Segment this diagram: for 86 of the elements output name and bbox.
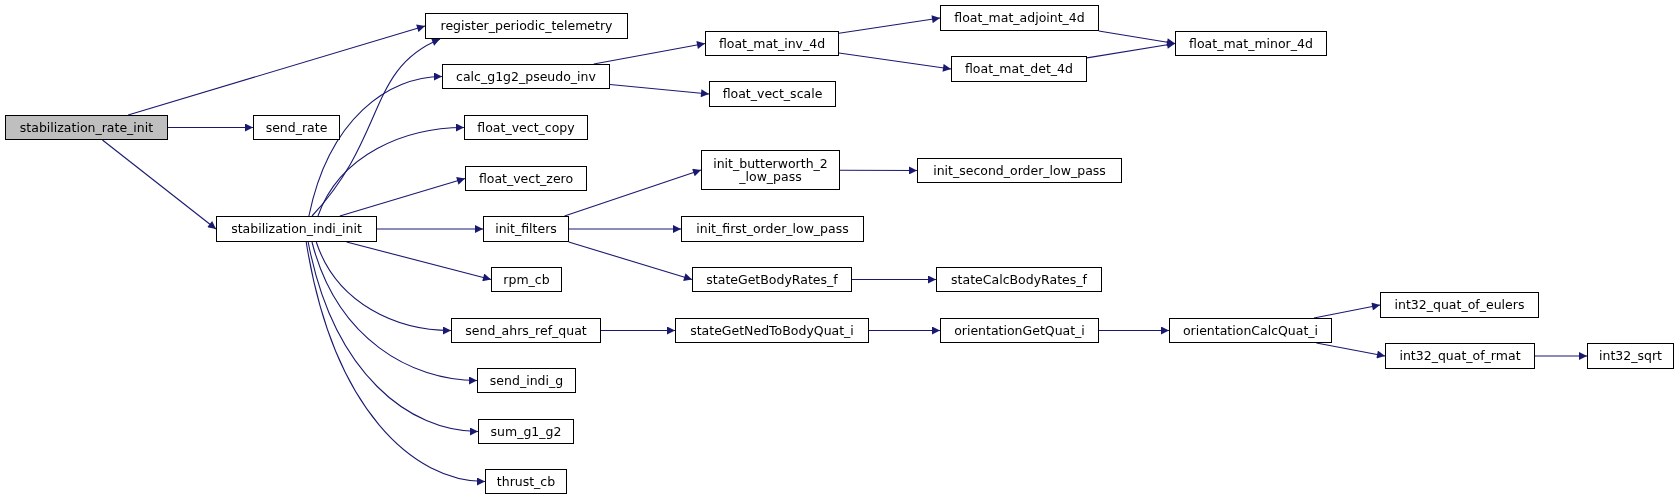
- function-box: [477, 368, 576, 393]
- function-name: send_ahrs_ref_quat: [465, 323, 587, 338]
- function-name: orientationCalcQuat_i: [1182, 323, 1319, 338]
- function-box: [216, 216, 377, 242]
- function-name: init_butterworth_2 _low_pass: [712, 156, 829, 184]
- function-name: stabilization_rate_init: [19, 120, 154, 135]
- function-box: [491, 267, 562, 292]
- call-arrow: [167, 123, 254, 132]
- call-arrow: [311, 38, 441, 217]
- function-name: init_first_order_low_pass: [696, 222, 849, 236]
- function-box: [5, 115, 168, 140]
- function-name: float_mat_adjoint_4d: [954, 11, 1085, 25]
- function-box: [917, 158, 1122, 183]
- function-box: [681, 216, 864, 242]
- call-arrow: [311, 241, 478, 385]
- function-name: int32_quat_of_eulers: [1394, 298, 1525, 312]
- call-arrow: [838, 52, 952, 72]
- call-arrow: [564, 168, 702, 217]
- function-name: int32_quat_of_rmat: [1399, 349, 1521, 363]
- call-arrow: [568, 225, 682, 233]
- call-arrow: [307, 241, 479, 435]
- function-name: float_vect_copy: [477, 120, 575, 135]
- function-name: register_periodic_telemetry: [440, 19, 613, 33]
- call-arrow: [1313, 302, 1381, 319]
- call-arrow: [609, 84, 710, 98]
- function-name: init_second_order_low_pass: [933, 163, 1106, 178]
- call-arrow: [838, 15, 941, 34]
- call-arrow: [305, 241, 486, 485]
- call-arrow: [317, 123, 465, 217]
- call-arrow: [851, 275, 937, 284]
- function-box: [692, 267, 852, 292]
- function-name: send_indi_g: [489, 373, 564, 388]
- function-name: send_rate: [265, 120, 328, 135]
- function-box: [951, 56, 1087, 82]
- call-arrow: [308, 73, 443, 217]
- call-arrow: [868, 326, 941, 335]
- function-name: orientationGetQuat_i: [954, 323, 1085, 338]
- function-box: [1385, 343, 1535, 369]
- function-name: float_mat_minor_4d: [1189, 36, 1313, 51]
- function-box: [425, 13, 628, 39]
- call-arrow: [127, 24, 426, 116]
- call-arrow: [600, 326, 676, 335]
- function-box: [483, 216, 569, 242]
- function-box: [940, 318, 1099, 343]
- function-box: [940, 5, 1099, 31]
- function-box: [709, 81, 836, 107]
- function-name: stateGetBodyRates_f: [706, 272, 838, 287]
- function-name: stabilization_indi_init: [231, 222, 362, 236]
- call-arrow: [593, 41, 706, 65]
- call-arrow: [101, 139, 217, 230]
- function-name: stateGetNedToBodyQuat_i: [690, 323, 854, 338]
- function-name: float_vect_zero: [478, 171, 574, 186]
- function-box: [1175, 31, 1327, 56]
- function-box: [1587, 343, 1674, 369]
- function-box: [253, 115, 340, 140]
- function-name: stateCalcBodyRates_f: [951, 272, 1087, 287]
- function-box: [478, 419, 574, 444]
- call-arrow: [1534, 352, 1588, 360]
- call-arrow: [376, 225, 484, 233]
- function-box: [485, 469, 567, 494]
- call-arrow: [568, 241, 693, 281]
- function-box: [705, 31, 839, 56]
- function-name: rpm_cb: [503, 272, 550, 287]
- function-name: int32_sqrt: [1599, 349, 1662, 363]
- function-name: init_filters: [495, 222, 557, 236]
- function-box: [1380, 292, 1539, 318]
- call-arrow: [339, 176, 466, 217]
- function-box: [701, 150, 840, 190]
- function-box: [442, 64, 610, 89]
- function-name: float_vect_scale: [722, 87, 823, 101]
- function-box: [936, 267, 1102, 292]
- call-arrow: [1086, 40, 1176, 59]
- call-arrow: [839, 166, 918, 175]
- function-box: [675, 318, 869, 343]
- function-box: [1169, 318, 1332, 343]
- function-name: thrust_cb: [496, 474, 556, 489]
- call-arrow: [1098, 326, 1170, 335]
- call-arrow: [346, 241, 492, 282]
- call-arrow: [315, 241, 452, 335]
- function-name: calc_g1g2_pseudo_inv: [456, 69, 596, 84]
- function-name: float_mat_inv_4d: [718, 36, 826, 51]
- function-box: [451, 318, 601, 343]
- function-box: [465, 166, 587, 191]
- function-name: sum_g1_g2: [490, 424, 562, 439]
- function-name: float_mat_det_4d: [965, 62, 1073, 76]
- function-box: [464, 115, 588, 140]
